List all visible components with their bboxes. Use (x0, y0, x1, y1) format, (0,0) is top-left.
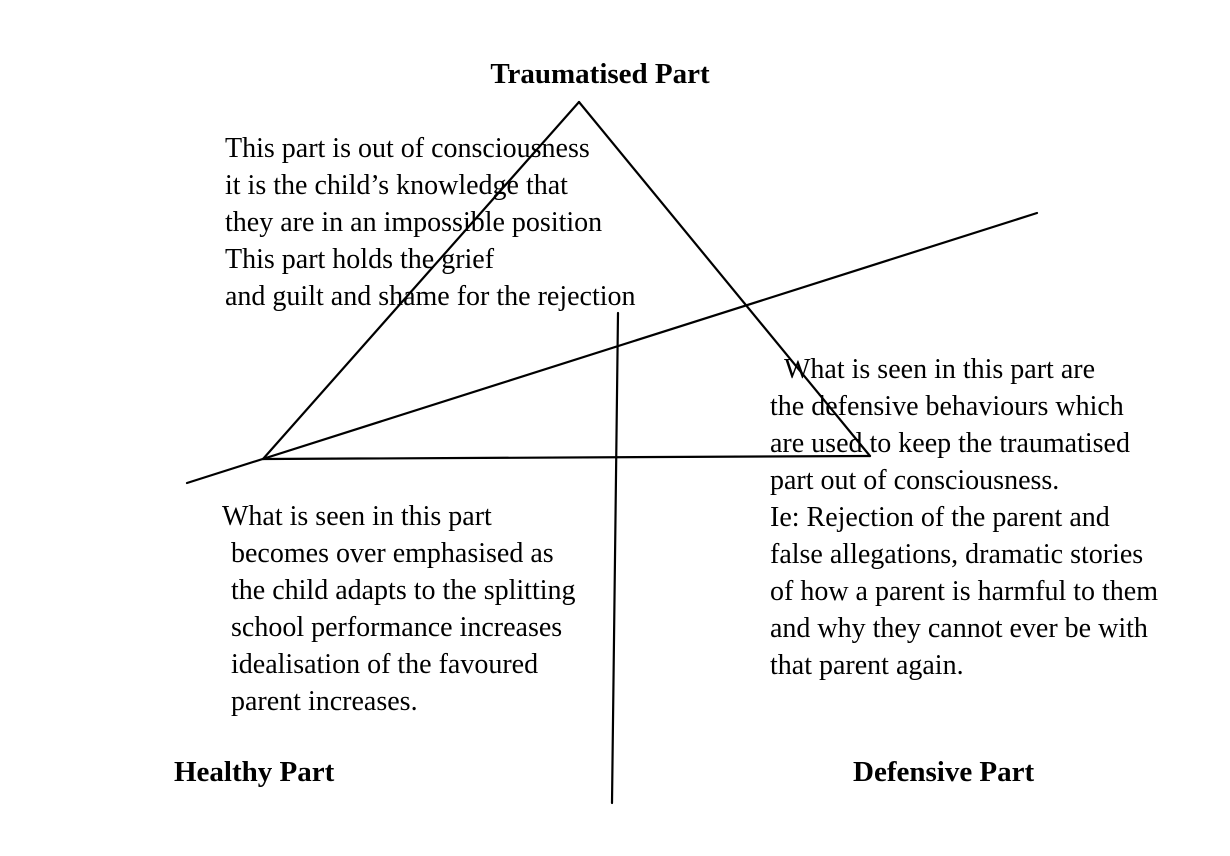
note-line: parent increases. (231, 686, 418, 717)
note-line: and guilt and shame for the rejection (225, 281, 636, 312)
label-defensive-part: Defensive Part (853, 756, 1035, 788)
note-line: This part is out of consciousness (225, 133, 590, 164)
note-line: and why they cannot ever be with (770, 613, 1148, 644)
triangle-right-edge (577, 100, 872, 458)
healthy-part-note: What is seen in this part becomes over e… (222, 498, 576, 720)
title-traumatised-part: Traumatised Part (490, 58, 710, 90)
note-line: the defensive behaviours which (770, 391, 1124, 422)
note-line: becomes over emphasised as (231, 538, 554, 569)
triangle-base (261, 454, 872, 461)
traumatised-part-note: This part is out of consciousness it is … (225, 130, 636, 315)
note-line: part out of consciousness. (770, 465, 1060, 496)
note-line: they are in an impossible position (225, 207, 603, 238)
note-line: false allegations, dramatic stories (770, 539, 1144, 570)
long-diagonal (185, 211, 1039, 485)
triangle-left-edge (261, 100, 581, 461)
note-line: school performance increases (231, 612, 563, 643)
note-line: Ie: Rejection of the parent and (770, 502, 1110, 533)
label-healthy-part: Healthy Part (174, 756, 335, 788)
vertical-divider (610, 311, 620, 805)
note-line: What is seen in this part are (784, 354, 1096, 385)
note-line: of how a parent is harmful to them (770, 576, 1159, 607)
note-line: the child adapts to the splitting (231, 575, 576, 606)
note-line: it is the child’s knowledge that (225, 170, 568, 201)
note-line: What is seen in this part (222, 501, 492, 532)
note-line: idealisation of the favoured (231, 649, 539, 680)
note-line: are used to keep the traumatised (770, 428, 1130, 459)
defensive-part-note: What is seen in this part are the defens… (770, 351, 1158, 684)
note-line: that parent again. (770, 650, 964, 681)
note-line: This part holds the grief (225, 244, 495, 275)
